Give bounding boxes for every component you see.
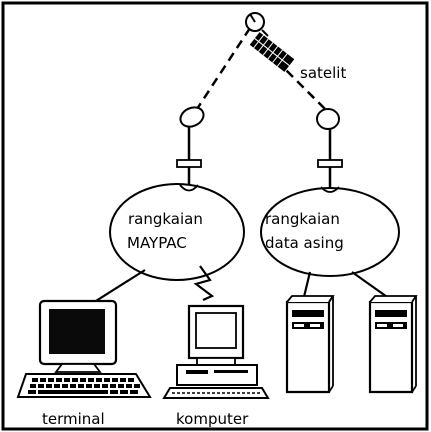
- network-node-foreign-data: [260, 187, 400, 277]
- network-maypac-label-line1: rangkaian: [128, 210, 203, 228]
- satellite-dish-right-icon: [316, 108, 343, 188]
- network-maypac-label-line2: MAYPAC: [127, 234, 187, 252]
- link-maypac-computer: [193, 265, 215, 302]
- satellite-dish-left-icon: [176, 106, 205, 190]
- server-tower-right-icon: [368, 295, 418, 394]
- node-connector-right: [320, 186, 340, 193]
- personal-computer-icon: [162, 304, 270, 399]
- satellite-icon: [245, 12, 295, 72]
- satellite-link-left: [195, 27, 252, 110]
- server-tower-left-icon: [285, 295, 335, 394]
- network-foreign-label-line1: rangkaian: [265, 210, 340, 228]
- satellite-link-right: [275, 59, 329, 113]
- computer-terminal-icon: [16, 299, 152, 398]
- satellite-label: satelit: [300, 64, 346, 82]
- network-foreign-label-line2: data asing: [265, 234, 344, 252]
- computer-label: komputer: [176, 410, 249, 428]
- node-connector-left: [179, 184, 199, 192]
- terminal-label: terminal: [42, 410, 105, 428]
- link-foreign-server-right: [351, 271, 391, 300]
- network-node-maypac: [109, 183, 245, 281]
